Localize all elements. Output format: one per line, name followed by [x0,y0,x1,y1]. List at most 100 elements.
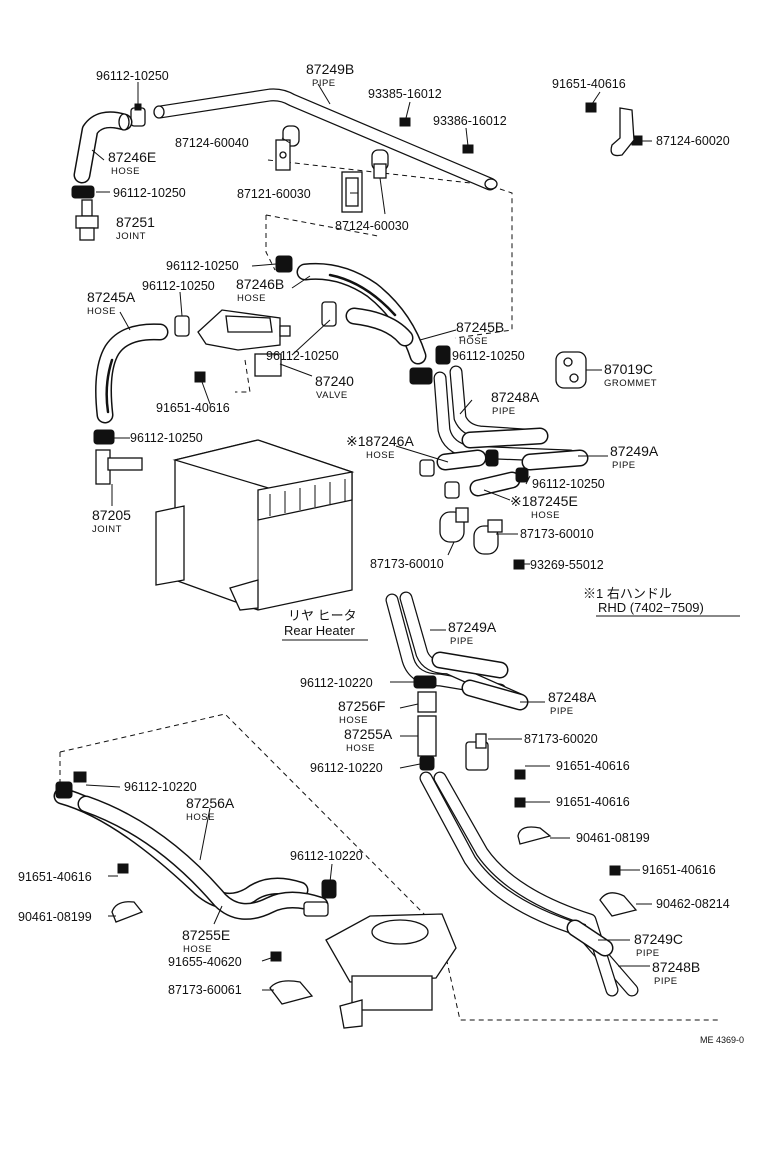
clamp-96112-mid1 [275,255,293,273]
label-l11: 87251 [116,214,155,230]
label-l24: 96112-10250 [130,431,203,445]
label-l46: 96112-10220 [290,849,363,863]
label-l45: 91651-40616 [18,870,92,884]
label-l37-sub: HOSE [346,743,375,754]
label-l31: 87173-60010 [370,557,444,571]
label-l2: 87249B [306,61,354,77]
bolts-top [399,102,643,154]
hose-87246e [73,111,133,184]
label-l51: 87249C [634,931,683,947]
label-l23: 87248A [491,389,540,405]
clip-87173-60010-a [439,507,469,543]
label-l16: 87245A [87,289,136,305]
label-l8-sub: HOSE [111,166,140,177]
label-l2-sub: PIPE [312,78,336,89]
label-l53-sub: PIPE [654,976,678,987]
label-l26-sub: PIPE [612,460,636,471]
hoses-vertical-center [413,675,437,771]
label-l44: 90461-08199 [576,831,650,845]
label-l40: 91651-40616 [556,759,630,773]
dashed-outlines [59,159,720,1021]
joint-87205 [93,429,143,485]
label-l36-sub: HOSE [339,715,368,726]
label-l27: 96112-10250 [532,477,605,491]
part-labels: 96112-10250 87249B PIPE 93385-16012 9165… [18,61,730,997]
rear-heater-en: Rear Heater [284,623,355,638]
label-l22: 91651-40616 [156,401,230,415]
label-l42: 91651-40616 [556,795,630,809]
pipe-87249b [153,88,498,191]
label-l7: 87124-60020 [656,134,730,148]
label-l17: 87245B [456,319,504,335]
label-l14-sub: HOSE [237,293,266,304]
label-l5: 87124-60040 [175,136,249,150]
label-l4: 91651-40616 [552,77,626,91]
bracket-87121-60030 [341,171,363,213]
pipe-87249a-lower [385,591,529,711]
blower-unit [325,913,457,1029]
label-l20-sub: GROMMET [604,378,657,389]
label-l16-sub: HOSE [87,306,116,317]
label-l9: 96112-10250 [113,186,186,200]
label-l21-sub: VALVE [316,390,348,401]
label-l18: 96112-10250 [266,349,339,363]
label-l12: 87124-60030 [335,219,409,233]
clamps-right-lower [514,769,638,917]
grommet-87019c [555,351,587,389]
label-l28-sub: HOSE [531,510,560,521]
label-l29-sub: JOINT [92,524,122,535]
label-l13: 96112-10250 [166,259,239,273]
label-l20: 87019C [604,361,653,377]
label-l51-sub: PIPE [636,948,660,959]
label-l17-sub: HOSE [459,336,488,347]
clamp-top-left [130,103,146,127]
label-l32: 93269-55012 [530,558,604,572]
rhd-note-1: ※1 右ハンドル [583,586,672,601]
label-l6: 93386-16012 [433,114,507,128]
hose-87245b [321,301,451,385]
label-l50-sub: HOSE [183,944,212,955]
label-l28: ※187245E [510,493,578,509]
label-l8: 87246E [108,149,156,165]
label-l25: ※187246A [346,433,414,449]
label-l49: 90461-08199 [18,910,92,924]
label-l29: 87205 [92,507,131,523]
leader-lines [85,82,652,991]
label-l19: 96112-10250 [452,349,525,363]
valve-87240 [194,309,291,383]
label-l41: 96112-10220 [124,780,197,794]
label-l26: 87249A [610,443,659,459]
label-l35-sub: PIPE [550,706,574,717]
label-l10: 87121-60030 [237,187,311,201]
bolt-93269 [513,559,525,570]
label-l25-sub: HOSE [366,450,395,461]
pipes-87249c-87248b [419,771,639,997]
label-l3: 93385-16012 [368,87,442,101]
label-l23-sub: PIPE [492,406,516,417]
label-l30: 87173-60010 [520,527,594,541]
rear-heater-unit [155,439,355,611]
bracket-87124-60020 [610,107,635,157]
label-l14: 87246B [236,276,284,292]
label-l35: 87248A [548,689,597,705]
label-l37: 87255A [344,726,393,742]
label-l52: 91655-40620 [168,955,242,969]
rhd-note-2: RHD (7402−7509) [598,600,704,615]
label-l34: 96112-10220 [300,676,373,690]
hoses-rhd [419,449,529,499]
clamps-left-lower [111,863,337,1005]
label-l15: 96112-10250 [142,279,215,293]
label-l39: 96112-10220 [310,761,383,775]
label-l43-sub: HOSE [186,812,215,823]
joint-87251 [71,185,99,241]
label-l1: 96112-10250 [96,69,169,83]
clip-87173-60010-b [473,519,503,555]
label-l54: 87173-60061 [168,983,242,997]
label-l11-sub: JOINT [116,231,146,242]
label-l47: 91651-40616 [642,863,716,877]
label-l53: 87248B [652,959,700,975]
label-l48: 90462-08214 [656,897,730,911]
label-l33: 87249A [448,619,497,635]
label-l36: 87256F [338,698,385,714]
